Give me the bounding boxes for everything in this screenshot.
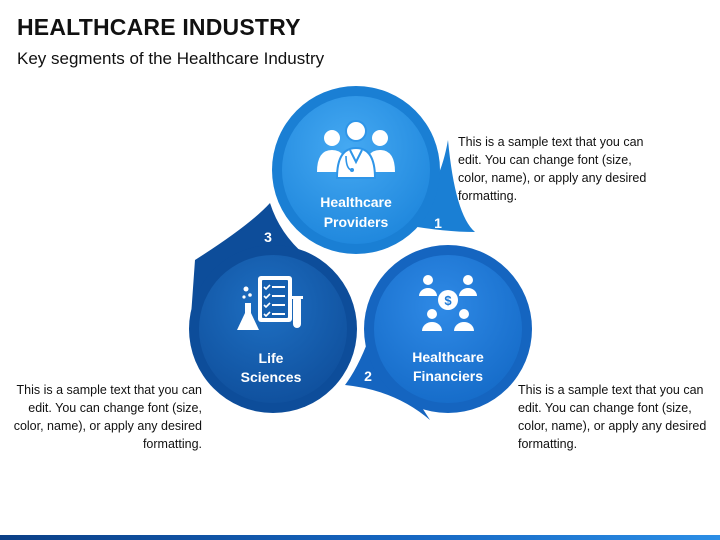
- segment-1-label-line2: Providers: [324, 214, 389, 230]
- segment-2-label-line2: Financiers: [413, 368, 483, 384]
- segment-2-description: This is a sample text that you can edit.…: [518, 383, 707, 451]
- segment-2-disc: [374, 255, 522, 403]
- segment-3-description: This is a sample text that you can edit.…: [13, 383, 202, 451]
- segment-healthcare-financiers: $ Healthcare Financiers 2: [345, 245, 532, 420]
- doctors-group-icon: [317, 120, 395, 179]
- segment-2-label-line1: Healthcare: [412, 349, 484, 365]
- svg-text:$: $: [444, 293, 452, 308]
- bottom-accent-bar: [0, 535, 720, 540]
- segment-1-label-line1: Healthcare: [320, 194, 392, 210]
- segment-3-label-line2: Sciences: [241, 369, 302, 385]
- finance-people-icon: $: [419, 275, 477, 331]
- lab-checklist-icon: [237, 276, 303, 330]
- segment-1-description: This is a sample text that you can edit.…: [458, 135, 647, 203]
- segment-2-number: 2: [364, 368, 372, 384]
- segment-life-sciences: Life Sciences 3: [189, 203, 357, 413]
- segment-healthcare-providers: Healthcare Providers 1: [272, 86, 475, 254]
- page-subtitle: Key segments of the Healthcare Industry: [17, 49, 325, 68]
- segment-3-label-line1: Life: [259, 350, 284, 366]
- segment-1-number: 1: [434, 215, 442, 231]
- page-title: HEALTHCARE INDUSTRY: [17, 14, 301, 40]
- segment-3-disc: [199, 255, 347, 403]
- segment-3-number: 3: [264, 229, 272, 245]
